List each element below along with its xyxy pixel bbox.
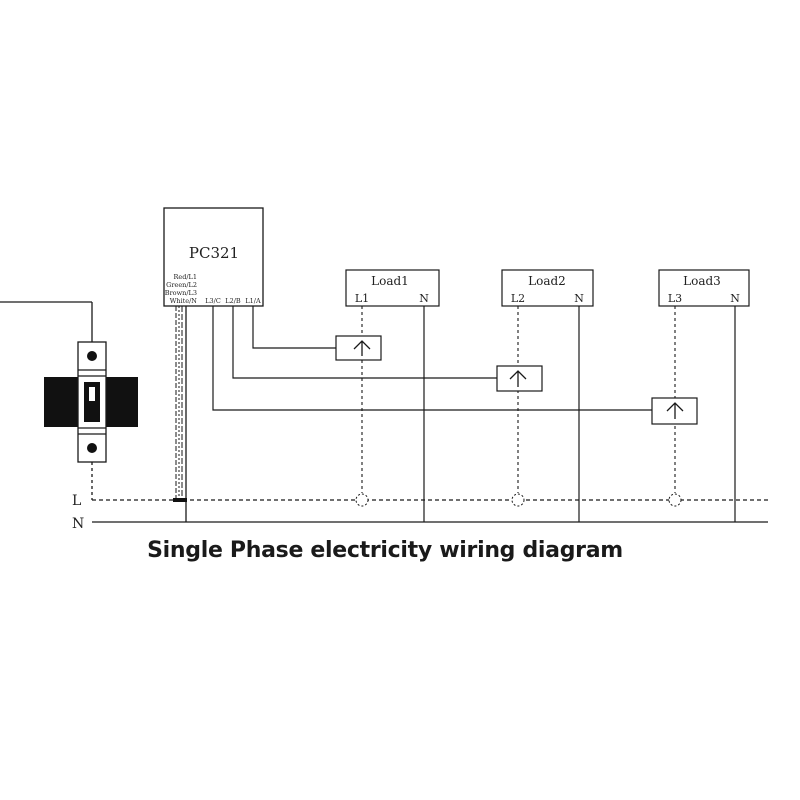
ct-lead-l3 [212, 306, 652, 411]
wire-label-brown: Brown/L3 [165, 289, 197, 297]
load-label: Load2 [528, 274, 566, 288]
ct-lead-wires [212, 306, 652, 411]
neutral-bus-label: N [72, 516, 84, 532]
arrow-up-icon [509, 370, 527, 387]
load-box [501, 269, 594, 307]
load-box [658, 269, 750, 307]
breaker-terminal-top [87, 351, 97, 361]
load-neutral-terminal: N [730, 292, 740, 305]
ct-lead-l1 [252, 306, 336, 349]
current-transformer [496, 365, 543, 392]
load-line-terminal: L3 [668, 292, 682, 305]
load-3: Load3 L3 N [651, 269, 750, 522]
terminal-l1a: L1/A [245, 297, 261, 305]
load-neutral-terminal: N [419, 292, 429, 305]
ct-lead-l2 [232, 306, 497, 379]
live-bus-label: L [72, 493, 81, 509]
meter-wire-bundle [173, 306, 187, 522]
load-line-terminal: L1 [355, 292, 369, 305]
arrow-up-icon [353, 340, 371, 356]
wire-label-red: Red/L1 [173, 273, 197, 281]
terminal-l3c: L3/C [205, 297, 221, 305]
wire-label-white: White/N [170, 297, 198, 305]
load-label: Load3 [683, 274, 721, 288]
circuit-breaker [0, 301, 138, 500]
arrow-up-icon [666, 402, 684, 419]
load-1: Load1 L1 N [335, 269, 440, 522]
terminal-l2b: L2/B [225, 297, 241, 305]
wire-label-green: Green/L2 [166, 281, 197, 289]
load-label: Load1 [371, 274, 409, 288]
load-neutral-terminal: N [574, 292, 584, 305]
live-junction [355, 493, 369, 507]
current-transformer [335, 335, 382, 361]
breaker-toggle [84, 382, 100, 422]
diagram-caption: Single Phase electricity wiring diagram [147, 538, 623, 563]
live-junction [668, 493, 682, 507]
load-2: Load2 L2 N [496, 269, 594, 522]
meter-name: PC321 [189, 244, 239, 262]
live-junction [511, 493, 525, 507]
load-line-terminal: L2 [511, 292, 525, 305]
breaker-terminal-bottom [87, 443, 97, 453]
bus-lines [92, 499, 768, 523]
meter-box [163, 207, 264, 307]
load-box [345, 269, 440, 307]
meter-pc321: PC321 Red/L1 Green/L2 Brown/L3 White/N L… [163, 207, 264, 307]
